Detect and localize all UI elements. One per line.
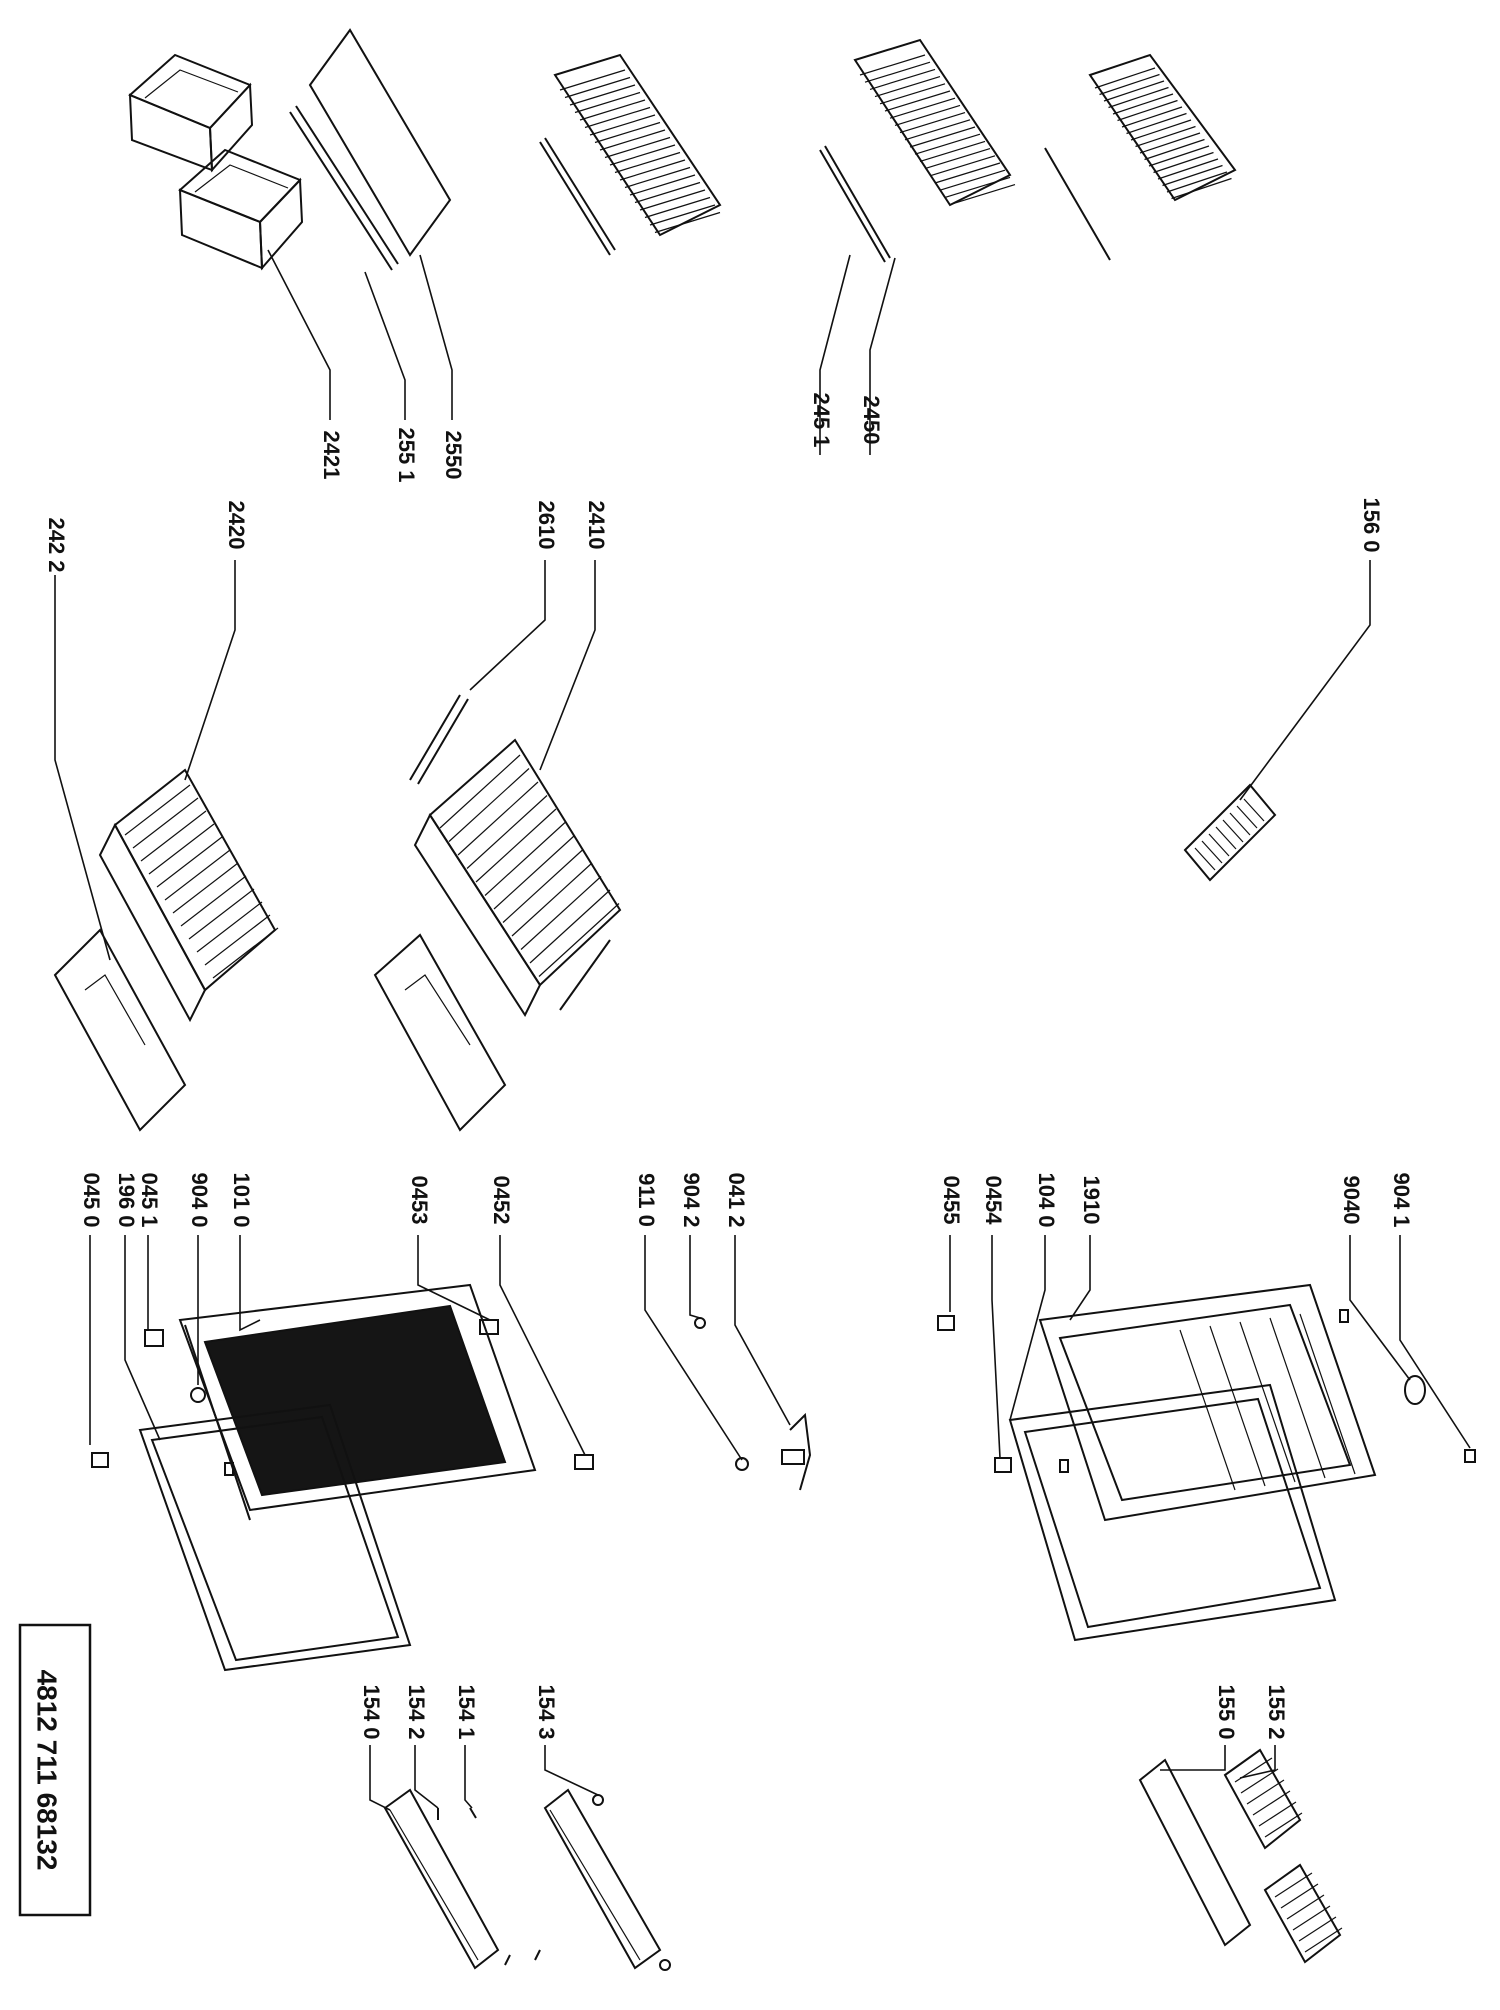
part-label-9040a: 904 0 xyxy=(187,1172,212,1227)
reference-number-box: 4812 711 68132 xyxy=(18,1623,92,1917)
part-label-0452: 0452 xyxy=(489,1176,514,1225)
door-assembly-left xyxy=(91,1283,594,1672)
part-label-0454: 0454 xyxy=(981,1176,1006,1226)
part-label-1560: 156 0 xyxy=(1359,497,1384,552)
part-label-1552: 155 2 xyxy=(1264,1684,1289,1739)
wire-shelf-right xyxy=(1044,53,1237,261)
door-bin-1543 xyxy=(543,1788,671,1971)
part-label-2451: 245 1 xyxy=(809,392,834,447)
part-label-1960: 196 0 xyxy=(114,1172,139,1227)
part-label-0453: 0453 xyxy=(407,1176,432,1225)
ice-tray-1560 xyxy=(1183,783,1277,882)
part-label-2550: 2550 xyxy=(441,431,466,480)
part-label-2551: 255 1 xyxy=(394,427,419,482)
door-bin-small-parts xyxy=(437,1807,541,1966)
part-label-1541: 154 1 xyxy=(454,1684,479,1739)
basket-2410 xyxy=(373,694,622,1132)
wire-shelf-top xyxy=(539,53,722,256)
part-label-9042: 904 2 xyxy=(679,1172,704,1227)
hinge-parts xyxy=(694,1317,812,1491)
door-shelf-1550 xyxy=(1138,1758,1252,1947)
part-label-1910: 1910 xyxy=(1079,1176,1104,1225)
drawer-boxes-2421 xyxy=(128,53,304,271)
part-label-2610: 2610 xyxy=(534,501,559,550)
part-label-9041: 904 1 xyxy=(1389,1172,1414,1227)
part-label-2422: 242 2 xyxy=(44,517,69,572)
door-assembly-right xyxy=(937,1283,1476,1642)
part-label-2450: 2450 xyxy=(859,396,884,445)
part-label-1543: 154 3 xyxy=(534,1684,559,1739)
reference-number: 4812 711 68132 xyxy=(32,1670,63,1871)
part-label-2420: 2420 xyxy=(224,501,249,550)
part-label-1550: 155 0 xyxy=(1214,1684,1239,1739)
part-label-0450: 045 0 xyxy=(79,1172,104,1227)
part-label-1540: 154 0 xyxy=(359,1684,384,1739)
leader-lines xyxy=(54,249,1471,1811)
part-number-labels: 242 2 2420 2421 255 1 2550 2610 2410 2450 245 1 1… xyxy=(44,392,1414,1739)
part-label-9110: 911 0 xyxy=(634,1173,659,1227)
part-label-1010: 101 0 xyxy=(229,1172,254,1227)
door-bin-1540 xyxy=(383,1788,500,1970)
part-label-0455: 0455 xyxy=(939,1176,964,1225)
part-label-2410: 2410 xyxy=(584,501,609,550)
part-label-1040: 104 0 xyxy=(1034,1172,1059,1227)
part-label-0412: 041 2 xyxy=(724,1172,749,1227)
basket-2420 xyxy=(53,768,279,1132)
part-label-0451: 045 1 xyxy=(137,1172,162,1227)
part-label-1542: 154 2 xyxy=(404,1684,429,1739)
part-label-9040b: 9040 xyxy=(1339,1176,1364,1225)
part-label-2421: 2421 xyxy=(319,431,344,480)
wire-shelf-2450 xyxy=(819,38,1016,263)
glass-shelf-2550 xyxy=(289,28,452,271)
